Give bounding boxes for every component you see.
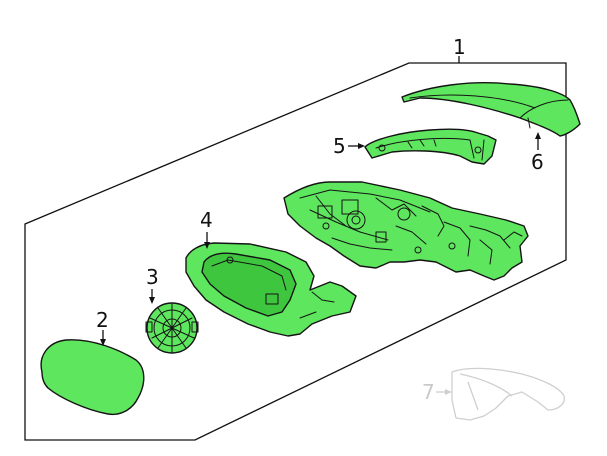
callout-4: 4 [200,208,213,249]
callout-7: 7 [422,380,452,404]
svg-text:4: 4 [200,208,213,232]
svg-text:5: 5 [333,134,346,158]
svg-text:3: 3 [146,265,159,289]
part-6-mirror-cover [401,82,581,137]
callout-1: 1 [453,35,466,59]
callout-2: 2 [96,308,109,346]
part-7-ghosted-component [451,367,565,421]
svg-text:7: 7 [422,380,435,404]
callout-3: 3 [146,265,159,304]
mirror-housing-frame [283,181,529,281]
part-2-mirror-glass [40,339,145,416]
svg-text:6: 6 [531,150,544,174]
svg-text:2: 2 [96,308,109,332]
assembly-boundary [24,62,567,441]
part-5-turn-signal [364,128,497,165]
part-4-mirror-bezel [185,242,357,337]
callout-5: 5 [333,134,365,158]
callout-6: 6 [531,132,544,174]
part-3-actuator [145,302,199,354]
